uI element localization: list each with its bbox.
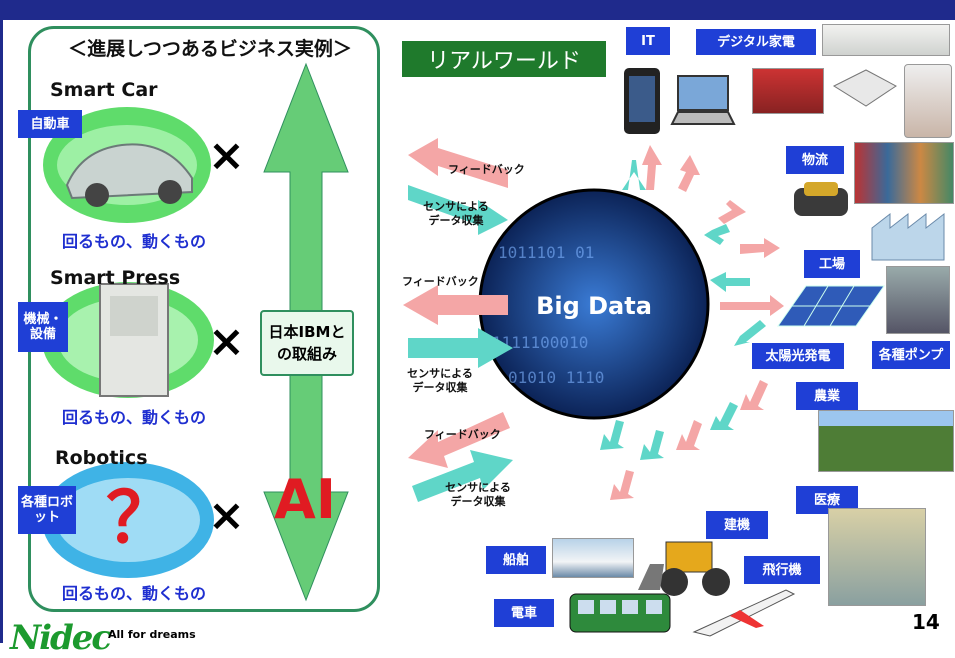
factory-floor-photo <box>886 266 950 334</box>
airplane-icon <box>692 589 796 637</box>
factory-icon <box>871 212 945 261</box>
farm-field-photo <box>818 410 954 472</box>
cross-mark-2: × <box>208 316 245 367</box>
feedback-label-1: フィードバック <box>448 163 525 176</box>
panel-title: ＜進展しつつあるビジネス実例＞ <box>68 38 352 60</box>
top-header-bar <box>0 0 955 20</box>
section-title-robotics: Robotics <box>55 447 148 469</box>
left-arrows <box>403 138 513 502</box>
tag-logistics: 物流 <box>786 146 844 174</box>
svg-text:1011101 01: 1011101 01 <box>498 243 594 262</box>
robotics-ellipse <box>42 462 214 578</box>
section-title-smart-car: Smart Car <box>50 79 158 101</box>
right-arrows <box>600 145 784 500</box>
microwave-photo <box>752 68 824 114</box>
train-icon <box>569 593 671 633</box>
tag-solar: 太陽光発電 <box>752 343 844 369</box>
tag-ship: 船舶 <box>486 546 546 574</box>
real-world-title: リアルワールド <box>402 41 606 77</box>
slogan: All for dreams <box>108 628 196 641</box>
smart-car-ellipse <box>43 107 211 223</box>
tag-factory: 工場 <box>804 250 860 278</box>
tag-automobile: 自動車 <box>18 110 82 138</box>
washing-machine-photo <box>904 64 952 138</box>
tag-train: 電車 <box>494 599 554 627</box>
tag-pumps: 各種ポンプ <box>872 341 950 369</box>
tag-it: IT <box>626 27 670 55</box>
cross-mark-1: × <box>208 130 245 181</box>
question-mark: ？ <box>106 477 176 559</box>
cross-mark-3: × <box>208 490 245 541</box>
svg-text:01010 1110: 01010 1110 <box>508 368 604 387</box>
wheel-loader-icon <box>638 541 730 596</box>
tag-digital-appliances: デジタル家電 <box>696 29 816 55</box>
sensor-label-1: センサによるデータ収集 <box>423 200 489 227</box>
smart-press-ellipse <box>42 282 214 398</box>
section-title-smart-press: Smart Press <box>50 267 181 289</box>
tag-construction: 建機 <box>706 511 768 539</box>
feedback-label-3: フィードバック <box>424 428 501 441</box>
ai-label: AI <box>274 468 336 531</box>
laptop-icon <box>670 75 736 125</box>
logistics-robot-icon <box>794 182 848 216</box>
smartphone-icon <box>624 68 660 134</box>
big-data-label: Big Data <box>536 292 652 320</box>
air-conditioner-photo <box>822 24 950 56</box>
caption-1: 回るもの、動くもの <box>62 232 207 251</box>
tag-agriculture: 農業 <box>796 382 858 410</box>
caption-2: 回るもの、動くもの <box>62 408 207 427</box>
surgery-photo <box>828 508 926 606</box>
left-border-rule <box>0 0 3 643</box>
svg-text:1111100010: 1111100010 <box>492 333 588 352</box>
tag-robots: 各種ロボット <box>18 486 76 534</box>
containers-photo <box>854 142 954 204</box>
caption-3: 回るもの、動くもの <box>62 584 207 603</box>
solar-panel-icon <box>777 285 885 327</box>
nidec-logo: Nidec <box>10 618 112 658</box>
feedback-label-2: フィードバック <box>402 275 479 288</box>
cruise-ship-photo <box>552 538 634 578</box>
tag-airplane: 飛行機 <box>744 556 820 584</box>
sensor-label-2: センサによるデータ収集 <box>407 367 473 394</box>
page-number: 14 <box>912 610 940 634</box>
ibm-collaboration-box: 日本IBMとの取組み <box>260 310 354 376</box>
tag-machinery: 機械・設備 <box>18 302 68 352</box>
ceiling-ac-icon <box>832 69 897 107</box>
sensor-label-3: センサによるデータ収集 <box>445 481 511 508</box>
